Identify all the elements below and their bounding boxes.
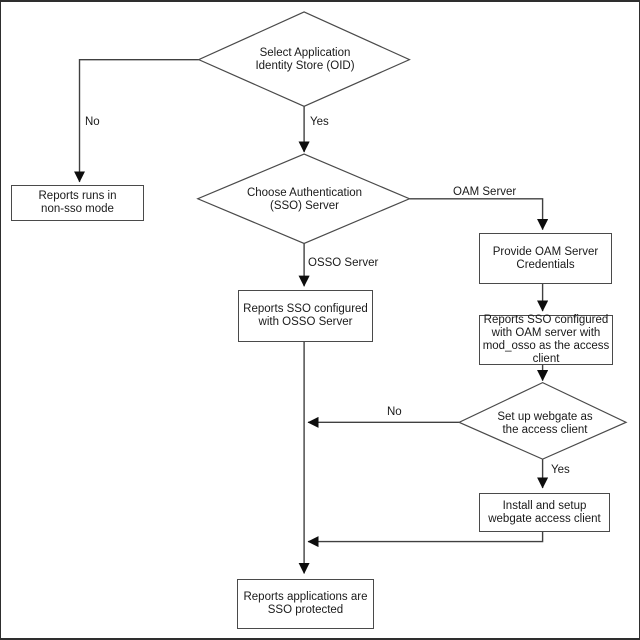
decision-select-identity-store: Select Application Identity Store (OID)	[199, 12, 411, 107]
process-reports-sso-osso: Reports SSO configured with OSSO Server	[238, 290, 373, 342]
node-label: Install and setup webgate access client	[488, 499, 601, 525]
node-label: Set up webgate as the access client	[497, 410, 593, 436]
node-label: Provide OAM Server Credentials	[492, 245, 599, 271]
edge-label-select-no: No	[85, 116, 100, 128]
edge-label-webgate-yes: Yes	[551, 464, 570, 476]
edge-label-webgate-no: No	[387, 406, 402, 418]
edge-label-oam-server: OAM Server	[453, 186, 517, 198]
node-label: Reports runs in non-sso mode	[38, 190, 117, 215]
edge-label-select-yes: Yes	[310, 116, 329, 128]
decision-setup-webgate-shape	[457, 381, 628, 460]
edge-select-no	[73, 58, 199, 183]
node-label: Reports SSO configured with OSSO Server	[243, 303, 368, 328]
process-reports-nonsso: Reports runs in non-sso mode	[11, 185, 144, 221]
node-label: Reports applications are SSO protected	[243, 591, 368, 616]
decision-setup-webgate: Set up webgate as the access client	[461, 385, 629, 462]
decision-choose-auth-server-shape	[196, 153, 411, 245]
process-reports-sso-protected: Reports applications are SSO protected	[237, 579, 374, 629]
decision-choose-auth-server: Choose Authentication (SSO) Server	[198, 155, 411, 245]
decision-select-identity-store-shape	[197, 11, 411, 107]
process-provide-oam-credentials: Provide OAM Server Credentials	[479, 233, 612, 284]
node-label: Choose Authentication (SSO) Server	[246, 187, 363, 212]
process-reports-sso-oam: Reports SSO configured with OAM server w…	[479, 314, 613, 365]
edge-auth-oam-server	[409, 198, 549, 231]
process-install-webgate: Install and setup webgate access client	[479, 493, 610, 532]
edge-label-osso-server: OSSO Server	[308, 257, 379, 269]
node-label: Reports SSO configured with OAM server w…	[482, 314, 610, 365]
node-label: Select Application Identity Store (OID)	[255, 46, 355, 72]
edge-install-merge	[307, 528, 544, 548]
